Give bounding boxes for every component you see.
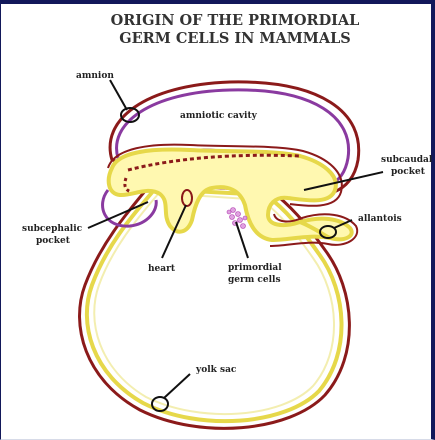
label-amnion: amnion	[76, 71, 114, 81]
label-primordial: primordial	[228, 263, 282, 273]
title-line-2: GERM CELLS IN MAMMALS	[119, 30, 351, 47]
label-germ-cells: germ cells	[228, 275, 281, 285]
title-line-1: ORIGIN OF THE PRIMORDIAL	[111, 12, 360, 29]
label-subcaudal: subcaudal	[381, 155, 433, 165]
label-yolk-sac: yolk sac	[195, 365, 237, 375]
label-heart: heart	[148, 264, 176, 274]
label-subcephalic: subcephalic	[22, 224, 83, 234]
label-subcephalic-pocket: pocket	[36, 236, 71, 246]
label-allantois: allantois	[358, 214, 402, 224]
label-subcaudal-pocket: pocket	[391, 167, 426, 177]
label-amniotic-cavity: amniotic cavity	[180, 111, 258, 121]
